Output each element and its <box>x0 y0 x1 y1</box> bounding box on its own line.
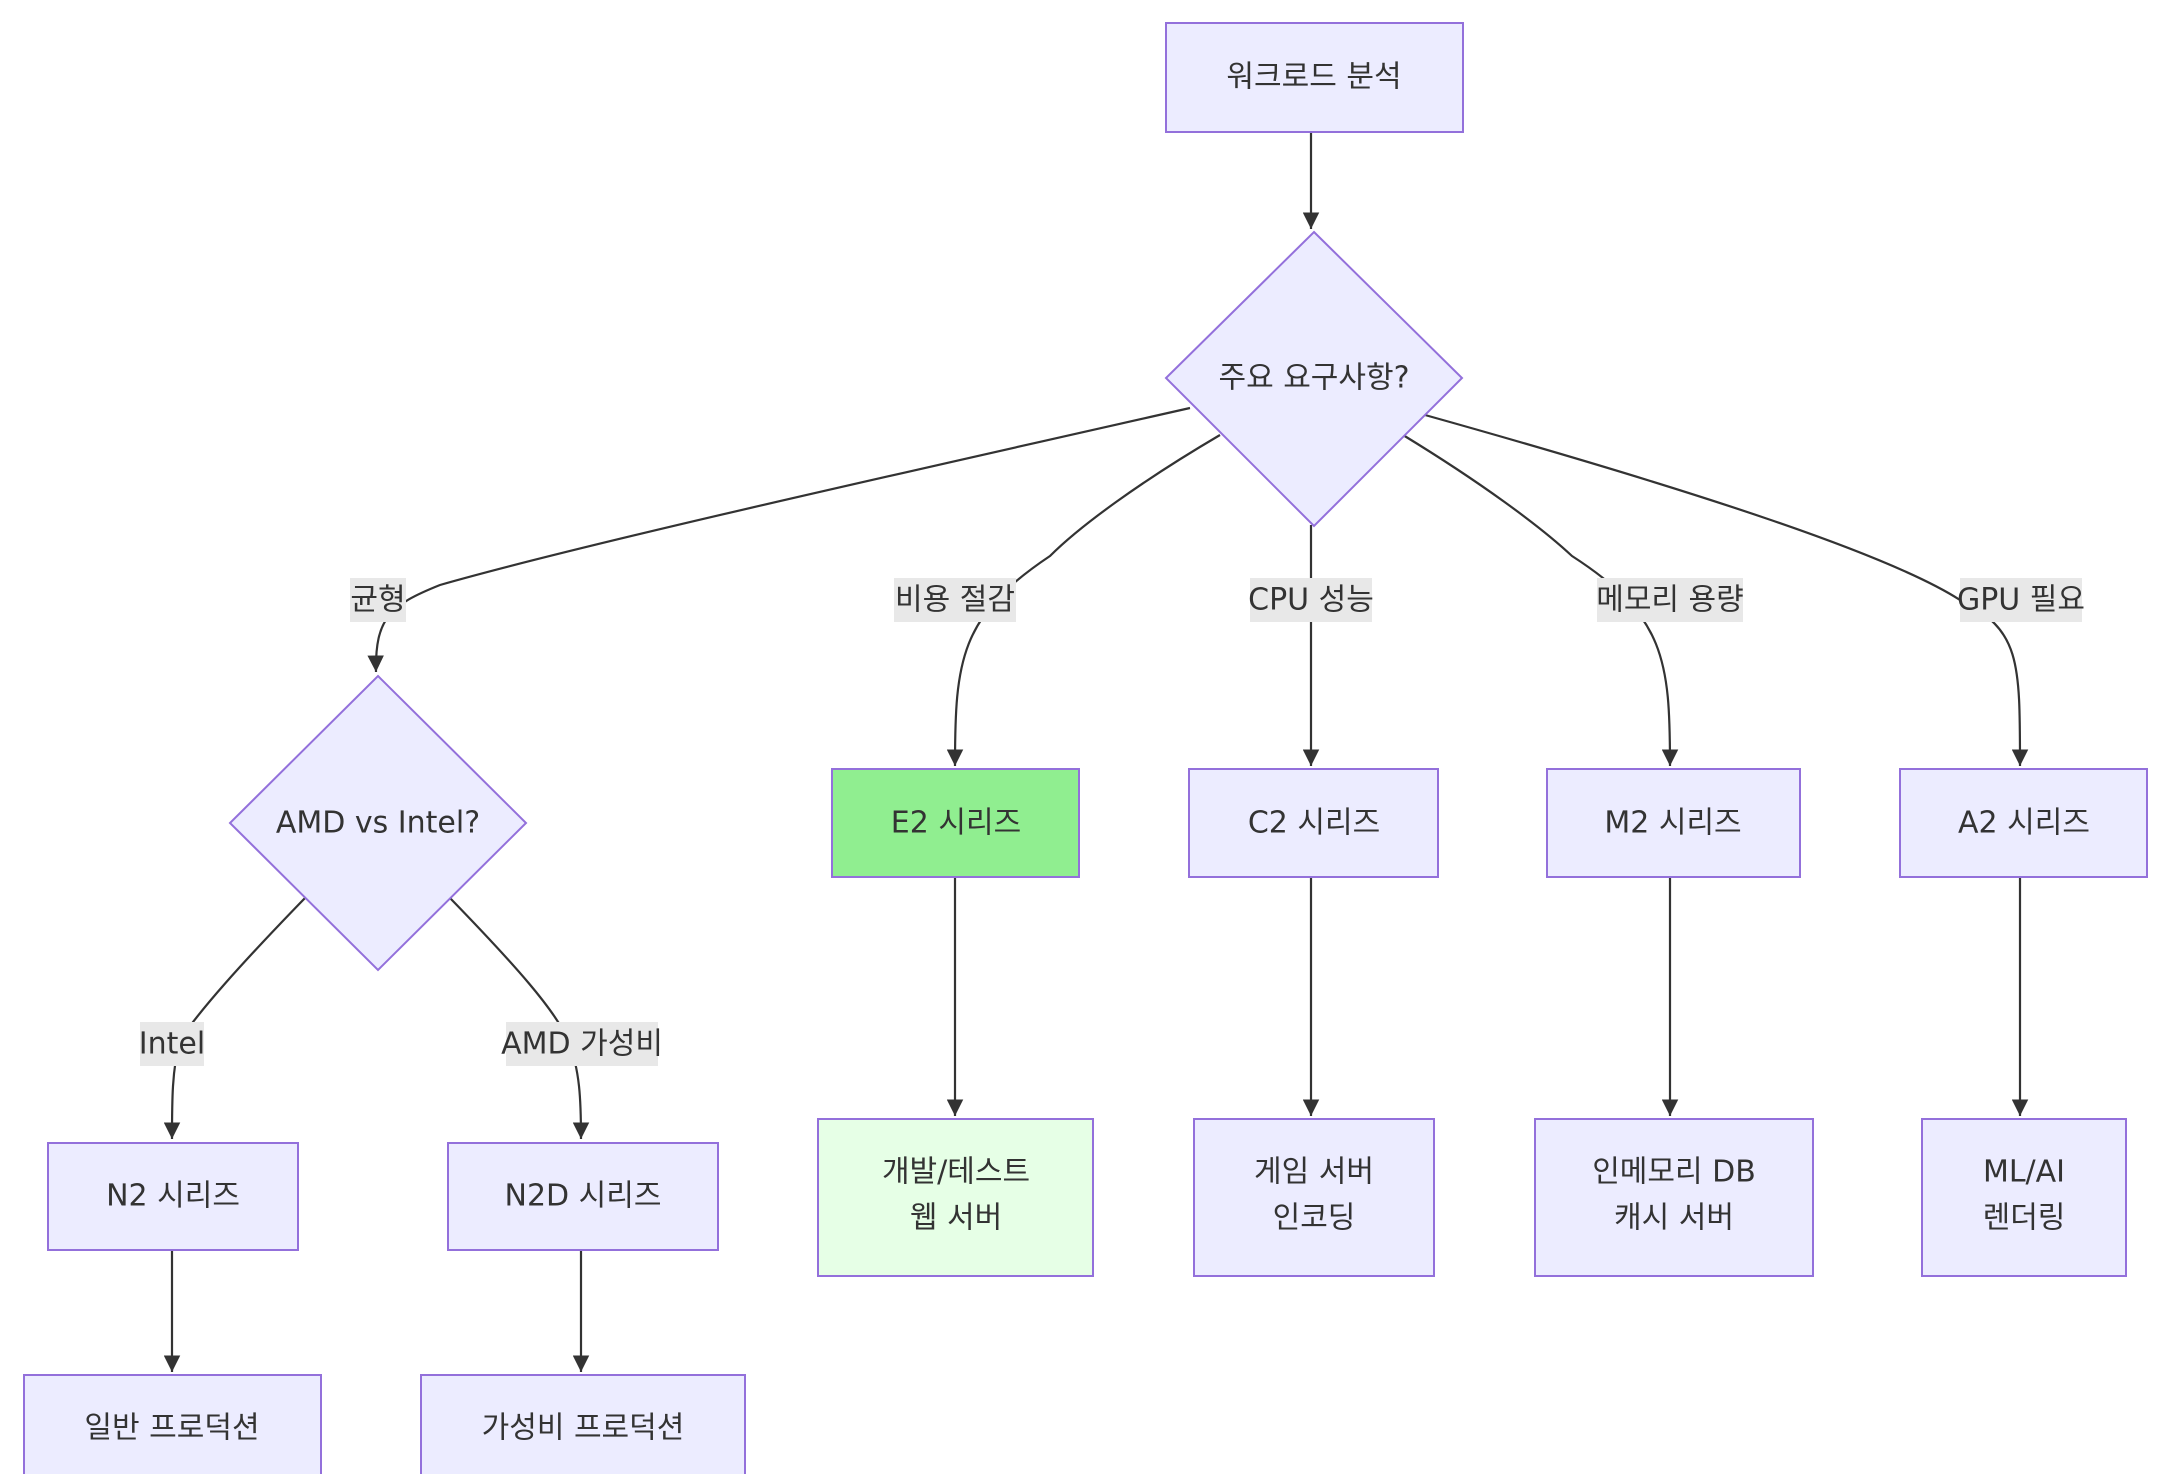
node-mlai-line1: ML/AI <box>1983 1155 2065 1190</box>
nodes: 워크로드 분석 주요 요구사항? AMD vs Intel? E2 시리즈 C2… <box>23 22 2148 1474</box>
node-a2: A2 시리즈 <box>1899 768 2148 878</box>
node-costprod-label: 가성비 프로덕션 <box>482 1411 685 1446</box>
node-devtest-line1: 개발/테스트 <box>882 1155 1030 1190</box>
node-e2: E2 시리즈 <box>831 768 1080 878</box>
node-inmem-line2: 캐시 서버 <box>1614 1201 1734 1236</box>
node-m2-label: M2 시리즈 <box>1604 806 1741 841</box>
node-c2-label: C2 시리즈 <box>1248 806 1380 841</box>
node-costprod: 가성비 프로덕션 <box>420 1374 746 1474</box>
node-a2-label: A2 시리즈 <box>1958 806 2090 841</box>
edge-label-cpu: CPU 성능 <box>1248 583 1374 618</box>
node-requirement-label: 주요 요구사항? <box>1218 361 1409 396</box>
node-n2d: N2D 시리즈 <box>447 1142 719 1251</box>
edge-label-balance-bg <box>350 578 406 622</box>
node-n2d-box <box>447 1142 719 1251</box>
edge-label-memory: 메모리 용량 <box>1596 583 1744 618</box>
edge-labels: 균형 비용 절감 CPU 성능 메모리 용량 GPU 필요 Intel AMD … <box>139 578 2085 1066</box>
node-game-box <box>1193 1118 1435 1277</box>
node-requirement: 주요 요구사항? <box>1164 230 1464 528</box>
edge-label-cost: 비용 절감 <box>895 583 1015 618</box>
node-inmem-box <box>1534 1118 1814 1277</box>
node-e2-label: E2 시리즈 <box>891 806 1021 841</box>
edge-requirement-to-a2 <box>1424 413 2029 767</box>
node-e2-box <box>831 768 1080 878</box>
edge-label-gpu: GPU 필요 <box>1957 583 2085 618</box>
node-workload-box <box>1165 22 1464 133</box>
node-c2: C2 시리즈 <box>1188 768 1439 878</box>
node-workload-label: 워크로드 분석 <box>1226 60 1401 95</box>
node-amd-intel-label: AMD vs Intel? <box>276 806 480 841</box>
node-costprod-box <box>420 1374 746 1474</box>
node-mlai: ML/AI 렌더링 <box>1921 1118 2127 1277</box>
edge-requirement-to-e2 <box>946 434 1221 767</box>
edge-label-gpu-bg <box>1960 578 2082 622</box>
node-inmem: 인메모리 DB 캐시 서버 <box>1534 1118 1814 1277</box>
node-m2-box <box>1546 768 1801 878</box>
node-amd-intel-diamond <box>228 674 528 972</box>
node-n2-box <box>47 1142 299 1251</box>
node-devtest-line2: 웹 서버 <box>910 1201 1002 1236</box>
node-game: 게임 서버 인코딩 <box>1193 1118 1435 1277</box>
edge-amd-intel-to-n2 <box>163 897 306 1140</box>
node-inmem-line1: 인메모리 DB <box>1592 1155 1756 1190</box>
node-mlai-line2: 렌더링 <box>1983 1201 2066 1236</box>
node-general: 일반 프로덕션 <box>23 1374 322 1474</box>
edge-label-memory-bg <box>1597 578 1743 622</box>
edge-label-cost-bg <box>894 578 1016 622</box>
node-n2d-label: N2D 시리즈 <box>505 1179 662 1214</box>
node-workload: 워크로드 분석 <box>1165 22 1464 133</box>
node-c2-box <box>1188 768 1439 878</box>
edge-label-intel-bg <box>140 1022 204 1066</box>
node-amd-intel: AMD vs Intel? <box>228 674 528 972</box>
node-requirement-diamond <box>1164 230 1464 528</box>
node-mlai-box <box>1921 1118 2127 1277</box>
node-game-line1: 게임 서버 <box>1254 1155 1374 1190</box>
edge-label-amd: AMD 가성비 <box>501 1027 663 1062</box>
edge-label-cpu-bg <box>1250 578 1372 622</box>
node-devtest: 개발/테스트 웹 서버 <box>817 1118 1094 1277</box>
node-a2-box <box>1899 768 2148 878</box>
node-game-line2: 인코딩 <box>1273 1201 1356 1236</box>
node-general-box <box>23 1374 322 1474</box>
edge-label-balance: 균형 <box>350 583 405 618</box>
edge-label-intel: Intel <box>139 1027 205 1062</box>
node-m2: M2 시리즈 <box>1546 768 1801 878</box>
node-n2-label: N2 시리즈 <box>106 1179 240 1214</box>
edge-label-amd-bg <box>506 1022 658 1066</box>
edge-requirement-to-m2 <box>1402 434 1679 767</box>
node-devtest-box <box>817 1118 1094 1277</box>
edges <box>163 132 2029 1372</box>
node-general-label: 일반 프로덕션 <box>84 1411 259 1446</box>
edge-amd-intel-to-n2d <box>449 897 590 1140</box>
node-n2: N2 시리즈 <box>47 1142 299 1251</box>
